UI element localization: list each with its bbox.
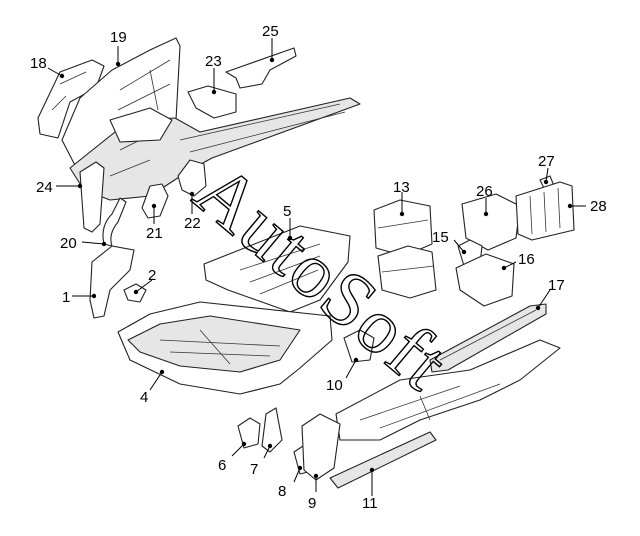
part-9-bracket bbox=[301, 413, 341, 481]
callout-15: 15 bbox=[432, 229, 449, 246]
part-7-bracket bbox=[261, 407, 283, 453]
part-10-bracket bbox=[343, 329, 375, 363]
part-20-pipe bbox=[102, 197, 127, 247]
callout-19: 19 bbox=[110, 29, 127, 46]
part-13-battery-box bbox=[373, 199, 437, 299]
part-16-tray bbox=[455, 253, 515, 307]
callout-21: 21 bbox=[146, 225, 163, 242]
callout-17: 17 bbox=[548, 277, 565, 294]
part-28-module bbox=[515, 181, 575, 241]
part-21-bracket bbox=[141, 183, 169, 219]
part-23-plate bbox=[187, 85, 237, 119]
callout-28: 28 bbox=[590, 198, 607, 215]
callout-9: 9 bbox=[308, 495, 316, 512]
callout-5: 5 bbox=[283, 203, 291, 220]
part-22-bracket bbox=[177, 159, 207, 197]
callout-23: 23 bbox=[205, 53, 222, 70]
callout-13: 13 bbox=[393, 179, 410, 196]
callout-1: 1 bbox=[62, 289, 70, 306]
callout-2: 2 bbox=[148, 267, 156, 284]
callout-6: 6 bbox=[218, 457, 226, 474]
lower-right-subframe bbox=[335, 339, 561, 441]
callout-26: 26 bbox=[476, 183, 493, 200]
rear-longitudinal-frame bbox=[69, 97, 361, 201]
callout-7: 7 bbox=[250, 461, 258, 478]
callout-20: 20 bbox=[60, 235, 77, 252]
part-26-cover bbox=[461, 193, 521, 251]
callout-18: 18 bbox=[30, 55, 47, 72]
callout-27: 27 bbox=[538, 153, 555, 170]
callout-4: 4 bbox=[140, 389, 148, 406]
callout-16: 16 bbox=[518, 251, 535, 268]
callout-11: 11 bbox=[362, 495, 378, 512]
part-5-floor-panel bbox=[203, 225, 351, 313]
callout-10: 10 bbox=[326, 377, 343, 394]
part-25-bar bbox=[225, 47, 297, 89]
part-11-rail bbox=[329, 431, 437, 489]
part-17-sill bbox=[429, 303, 547, 373]
part-6-bracket bbox=[237, 417, 261, 449]
part-1-mount bbox=[89, 245, 135, 319]
part-4-trunk-floor bbox=[117, 301, 333, 395]
part-24-side-bracket bbox=[79, 161, 105, 233]
callout-22: 22 bbox=[184, 215, 201, 232]
callout-24: 24 bbox=[36, 179, 53, 196]
callout-8: 8 bbox=[278, 483, 286, 500]
callouts: 18 19 23 25 24 20 21 22 1 2 5 4 bbox=[30, 23, 607, 512]
callout-25: 25 bbox=[262, 23, 279, 40]
